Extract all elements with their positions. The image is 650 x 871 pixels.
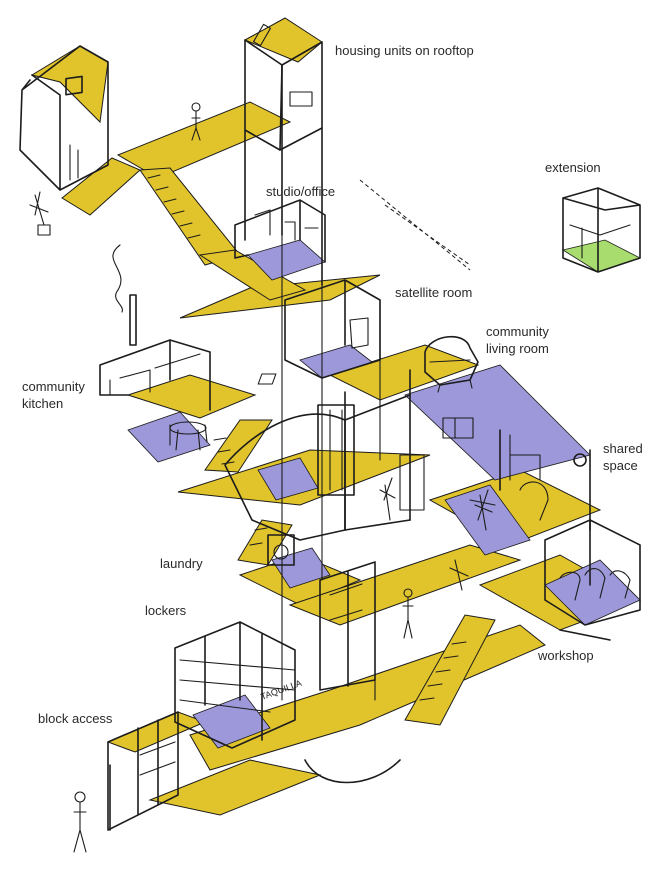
label-shared-space-line1: shared [603, 441, 643, 456]
laundry-lower-floor [271, 547, 331, 589]
stair-mid [204, 419, 273, 473]
living-room-strip [328, 344, 480, 401]
label-block-access: block access [38, 711, 113, 726]
stair-upper [139, 167, 241, 266]
label-community-living-room-line1: community [486, 324, 549, 339]
kitchen-floor [127, 411, 211, 463]
living-room-floor [404, 364, 591, 481]
left-top-deck [61, 157, 141, 216]
circulation-floors [30, 17, 642, 816]
label-lockers: lockers [145, 603, 187, 618]
locker-lettering: TAQUILLA [259, 678, 303, 702]
walkway-level-2b [198, 249, 307, 301]
top-bridge [116, 101, 292, 179]
label-extension: extension [545, 160, 601, 175]
label-community-living-room-line2: living room [486, 341, 549, 356]
block-access-floor [106, 711, 207, 753]
label-community-kitchen-line2: kitchen [22, 396, 64, 411]
label-shared-space-line2: space [603, 458, 638, 473]
rooftop-unit-right-roof [243, 17, 323, 63]
extension-floor [561, 239, 642, 273]
kitchen-level-floor [126, 374, 257, 419]
label-community-kitchen-line1: community [22, 379, 85, 394]
label-workshop: workshop [538, 648, 594, 663]
ink-linework [19, 23, 641, 831]
block-access-ground [148, 759, 322, 816]
shared-floors [127, 239, 641, 749]
shared-space-floor [444, 484, 531, 556]
person-figure-icon [402, 588, 414, 639]
label-studio-office: studio/office [266, 184, 336, 199]
label-satellite-room: satellite room [395, 285, 473, 300]
label-housing-units-on-rooftop: housing units on rooftop [335, 43, 474, 58]
person-figure-icon [191, 102, 201, 141]
rooftop-unit-left-roof [30, 45, 109, 124]
label-laundry: laundry [160, 556, 203, 571]
person-figure-icon [73, 791, 87, 853]
